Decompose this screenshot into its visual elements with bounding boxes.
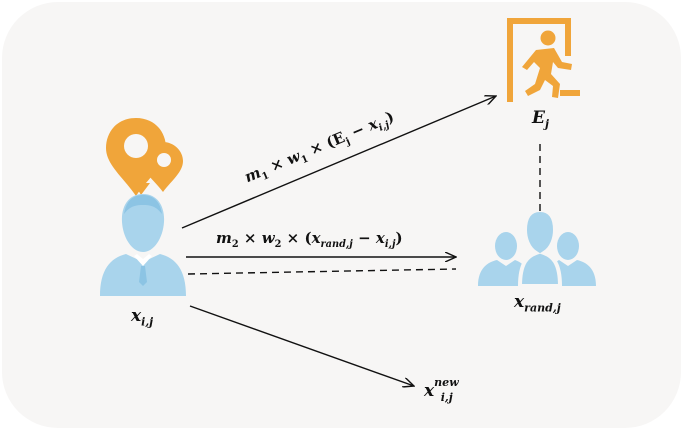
people-group-icon [478,207,596,288]
dashed-link-random [187,268,457,275]
label-x-rand-j: xrand,j [514,292,561,315]
label-x-ij: xi,j [131,306,154,329]
arrow-to-exit [181,96,496,229]
diagram-panel [2,2,681,428]
equation-toward-random: m2 × w2 × (xrand,j − xi,j) [216,229,403,250]
exit-sign-icon [507,18,580,102]
arrow-to-new-position [189,305,414,386]
label-E-j: Ej [532,108,549,131]
label-x-ij-new: xnewi,j [424,376,459,404]
location-pin-icon [106,118,183,196]
businessman-icon [100,194,186,296]
